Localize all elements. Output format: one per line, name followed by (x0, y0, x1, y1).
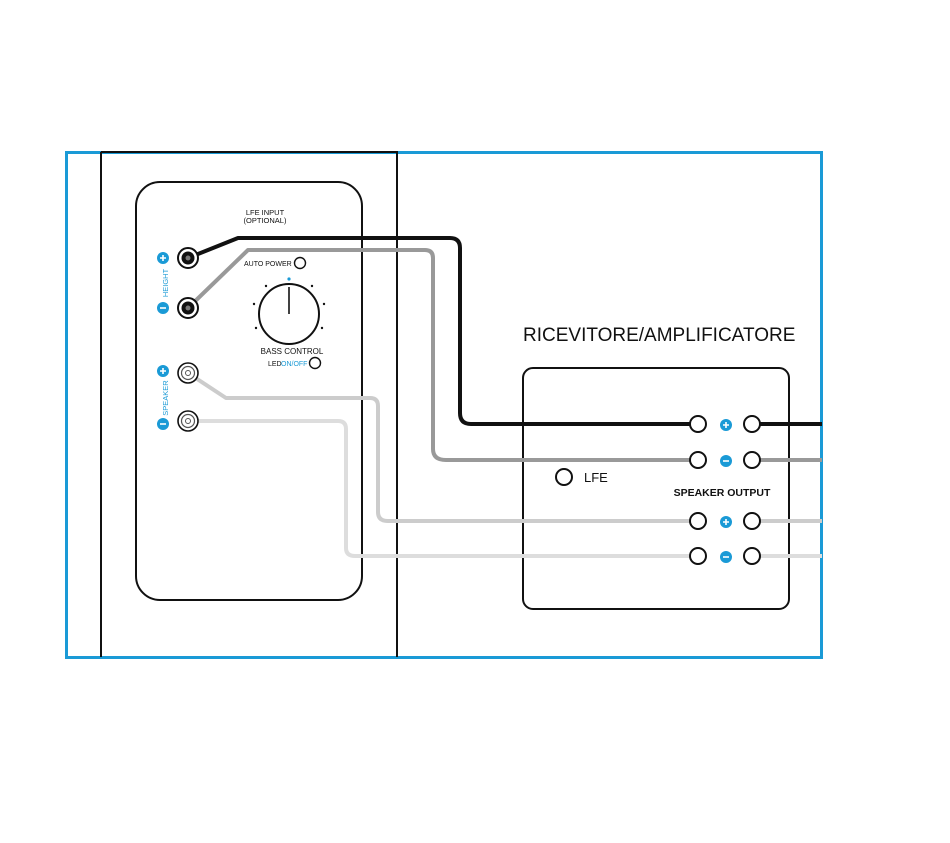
receiver-minus-icon-1 (720, 455, 732, 467)
speaker-plus-icon (157, 365, 169, 377)
speaker-output-plus-right[interactable] (744, 513, 760, 529)
height-minus-icon (157, 302, 169, 314)
auto-power-led (295, 258, 306, 269)
height-plus-terminal[interactable] (178, 248, 198, 268)
led-on-off-button[interactable] (310, 358, 321, 369)
receiver-input-minus-right[interactable] (744, 452, 760, 468)
receiver-title: RICEVITORE/AMPLIFICATORE (523, 325, 795, 346)
height-plus-icon (157, 252, 169, 264)
speaker-output-plus-left[interactable] (690, 513, 706, 529)
speaker-output-minus-left[interactable] (690, 548, 706, 564)
bass-control-label: BASS CONTROL (261, 347, 324, 356)
receiver-input-plus-left[interactable] (690, 416, 706, 432)
speaker-plus-terminal[interactable] (178, 363, 198, 383)
receiver-minus-icon-2 (720, 551, 732, 563)
receiver-input-plus-right[interactable] (744, 416, 760, 432)
receiver-lfe-label: LFE (584, 470, 608, 485)
receiver-plus-icon-2 (720, 516, 732, 528)
led-label: LED (268, 361, 282, 368)
receiver-lfe-jack[interactable] (556, 469, 572, 485)
receiver-plus-icon-1 (720, 419, 732, 431)
receiver-input-minus-left[interactable] (690, 452, 706, 468)
height-label: HEIGHT (161, 268, 170, 297)
lfe-input-optional-label: (OPTIONAL) (244, 216, 287, 225)
auto-power-label: AUTO POWER (244, 261, 292, 268)
speaker-minus-terminal[interactable] (178, 411, 198, 431)
speaker-label: SPEAKER (161, 380, 170, 416)
height-minus-terminal[interactable] (178, 298, 198, 318)
speaker-minus-icon (157, 418, 169, 430)
speaker-output-minus-right[interactable] (744, 548, 760, 564)
speaker-output-label: SPEAKER OUTPUT (674, 487, 771, 499)
led-on-off-label: ON/OFF (281, 361, 307, 368)
